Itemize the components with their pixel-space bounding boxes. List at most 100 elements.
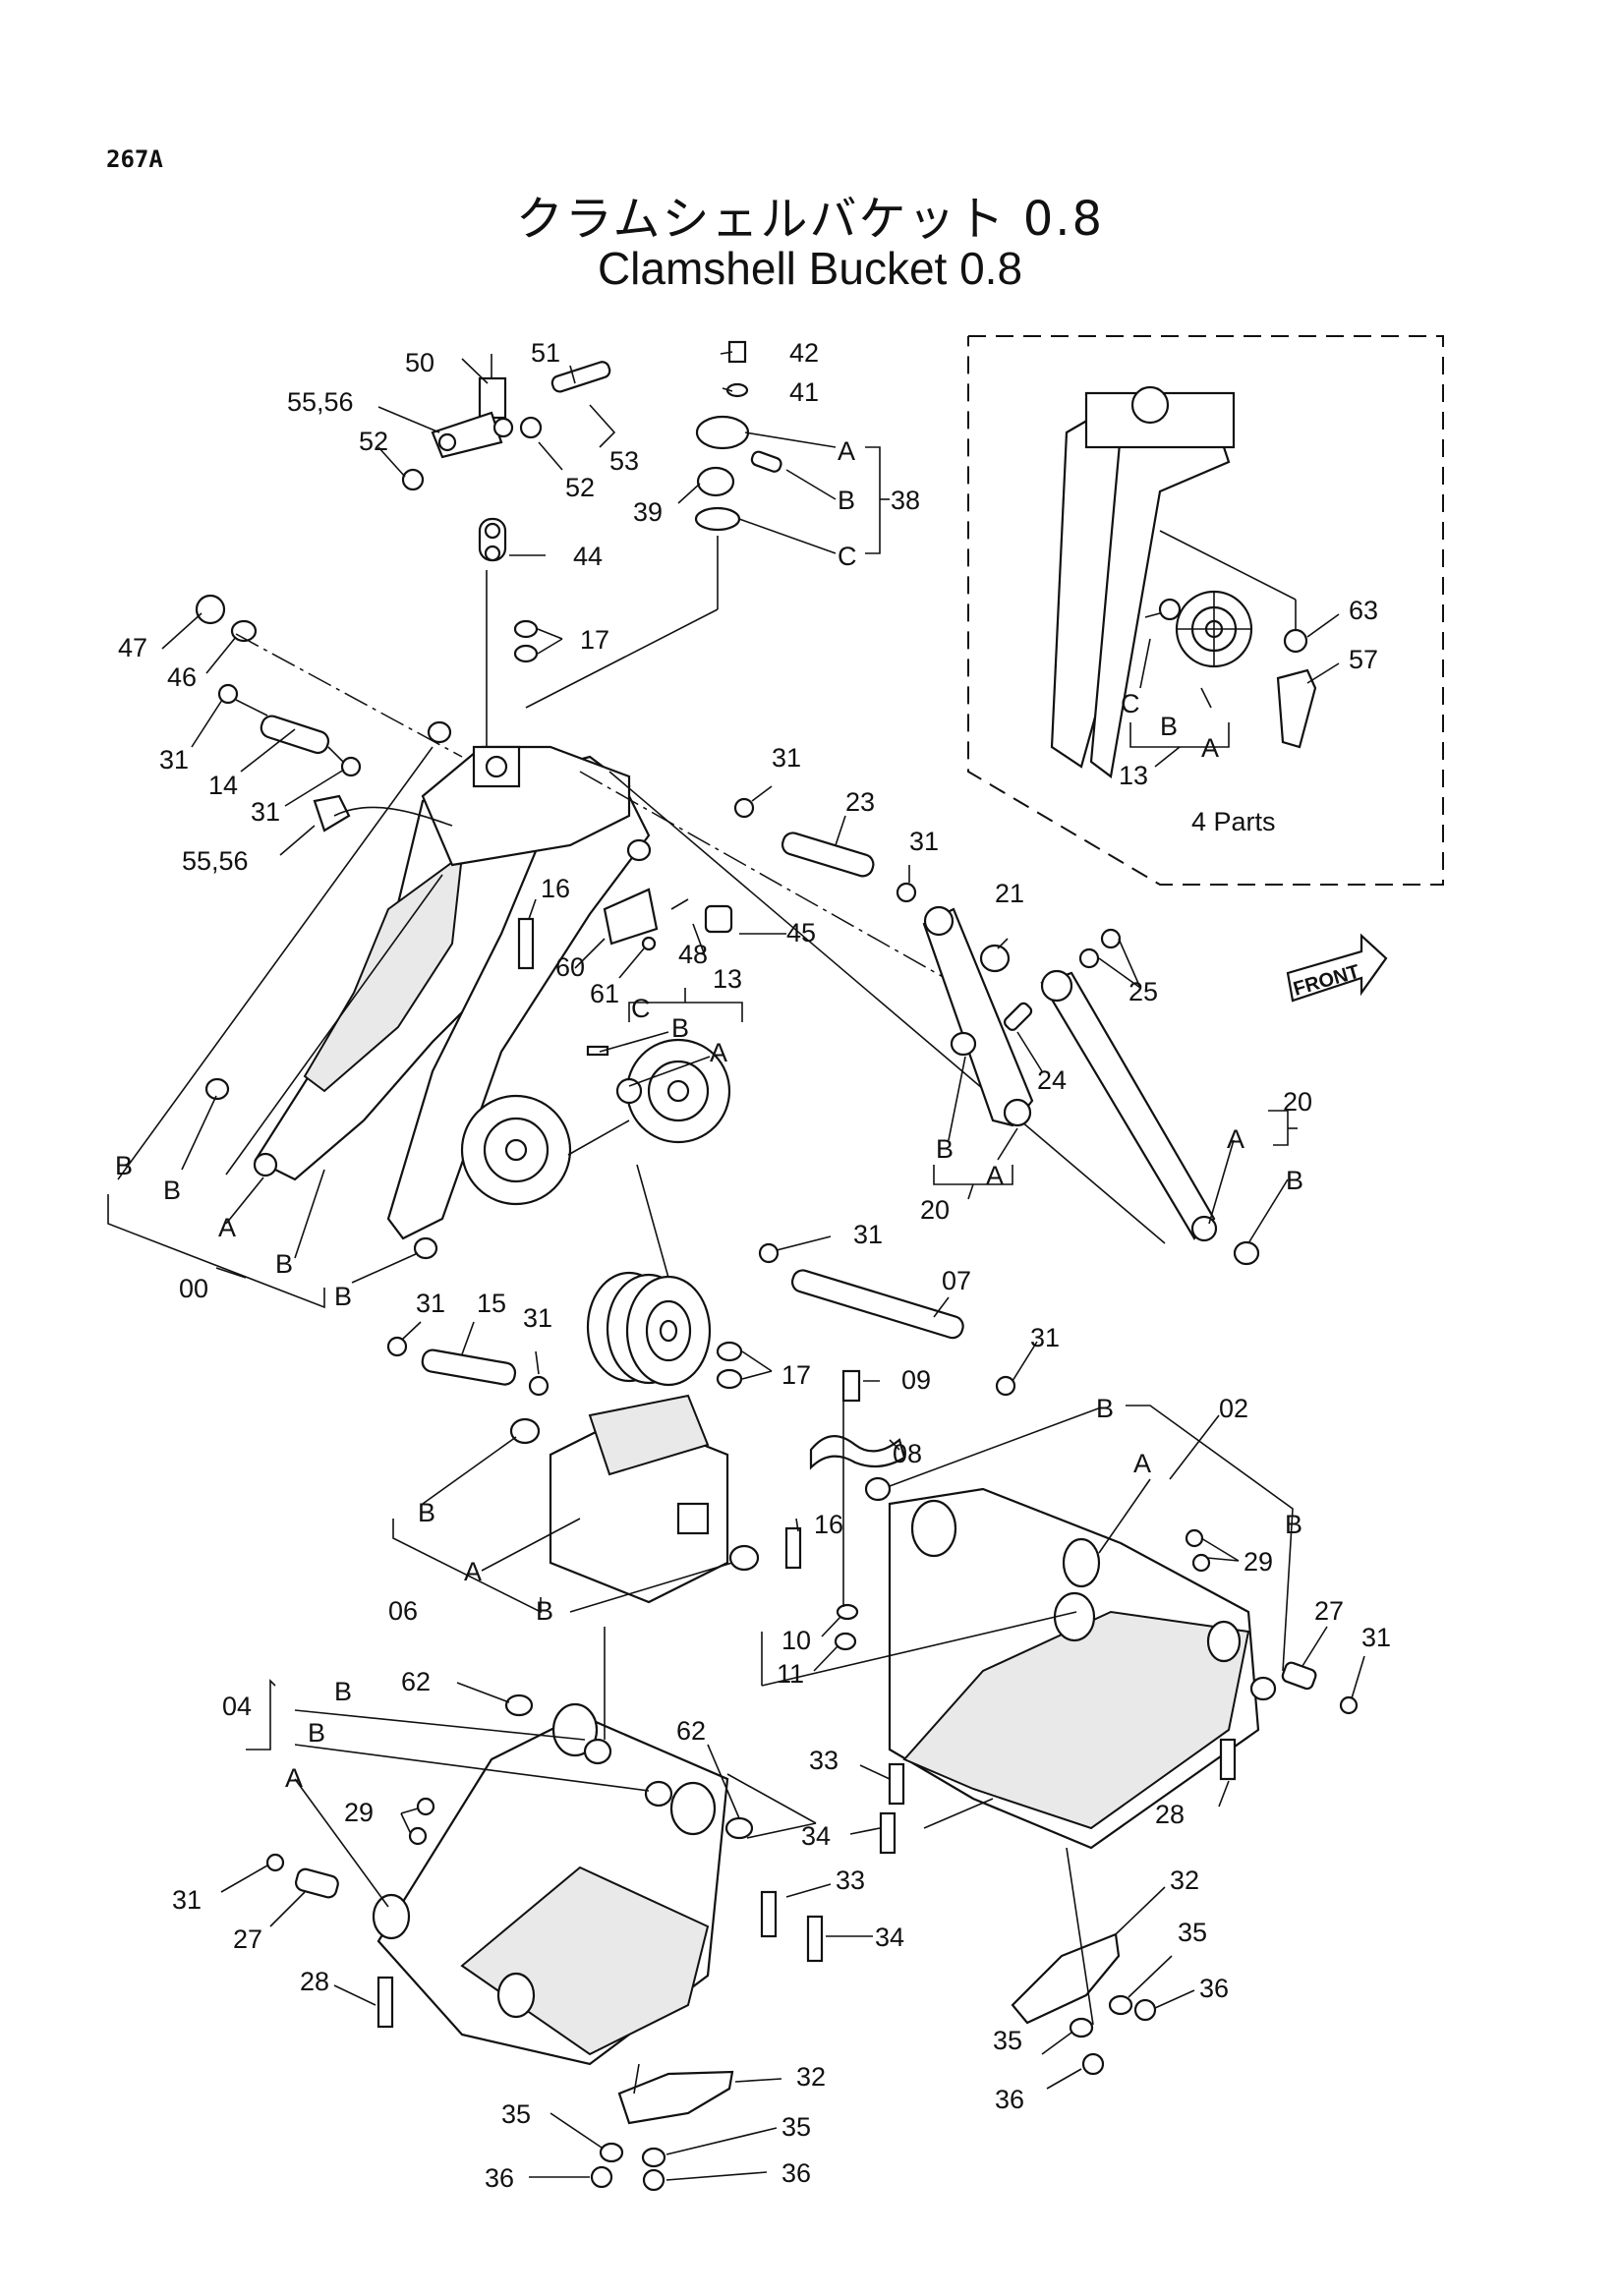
part-47-nut [195,594,226,625]
block-06-bushing-b1 [509,1417,541,1445]
part-39-seal [696,466,735,497]
part-27b-pin [295,1867,339,1899]
callout-06: 06 [388,1596,418,1626]
callout-15: 15 [477,1289,506,1318]
callout-02: 02 [1219,1394,1248,1423]
bucket-02-ear-mid [1062,1537,1101,1588]
callout-14: 14 [208,771,238,800]
bucket-02-bushing-b2 [1249,1676,1277,1701]
callout-21: 21 [995,879,1024,908]
part-36a-nut [590,2165,613,2189]
part-25-nut-b [1100,928,1122,949]
callout-17-mid: 17 [781,1360,811,1390]
part-38b-fitting [750,450,782,473]
boom-frame-00 [117,536,1166,1260]
callout-00-a: A [218,1213,236,1242]
callout-00: 00 [179,1274,208,1303]
part-35b-washer [641,2147,666,2168]
callout-16-b: 16 [814,1510,843,1539]
part-51-pin [550,361,611,393]
callout-31-b: 31 [251,797,280,827]
part-23-pin [781,832,875,878]
part-29b-nut-b [408,1826,428,1846]
callout-20-left: 20 [920,1195,950,1225]
arm-20-right [1040,971,1216,1240]
part-38c-ring [694,506,741,532]
callout-inset-13: 13 [1119,761,1148,790]
arm-bushing-b [950,1031,977,1057]
part-25-nut-a [1078,947,1100,969]
part-34a-bolt [879,1811,897,1855]
part-31e-nipple [758,1242,780,1264]
callout-52-left: 52 [359,427,388,456]
pins-07-15 [386,1242,1016,1470]
part-16-bolt-b [784,1526,802,1570]
callout-38-b: B [838,486,855,515]
callout-00-b2: B [163,1176,181,1205]
callout-62-left: 62 [401,1667,431,1696]
callout-20-left-b: B [936,1134,954,1164]
callout-20-right-a: A [1227,1124,1244,1154]
title-english: Clamshell Bucket 0.8 [597,243,1023,294]
part-29a-nut-a [1185,1528,1204,1548]
part-13b-bushing [615,1077,643,1105]
callout-02-b: B [1096,1394,1114,1423]
callout-38-a: A [838,436,855,466]
inset-top-sheave [1130,385,1170,425]
part-27a-pin [1281,1661,1317,1691]
callout-38-c: C [838,542,857,571]
callout-55-56-lower: 55,56 [182,846,249,876]
callout-31-i: 31 [1361,1623,1391,1652]
callout-11: 11 [777,1659,804,1689]
callout-62-right: 62 [676,1716,706,1746]
part-29a-nut-b [1191,1553,1211,1573]
part-36c-nut [1133,1998,1157,2022]
leader-lines [107,351,1365,2181]
part-34b-bolt [806,1915,824,1963]
callout-10: 10 [781,1626,811,1655]
callout-20-right-b: B [1286,1166,1303,1195]
part-28a-bolt [376,1976,394,2029]
boom-right-leg [386,794,651,1240]
callout-34-right: 34 [801,1821,831,1851]
callout-47: 47 [118,633,147,662]
part-36d-nut [1081,2052,1105,2076]
callout-20-left-a: A [986,1161,1004,1190]
callout-20-right: 20 [1283,1087,1312,1117]
bucket-04-bushing-b2 [644,1780,673,1808]
callout-44: 44 [573,542,603,571]
part-33b-bolt [760,1890,778,1938]
part-09-bolt [841,1369,861,1403]
callout-51: 51 [531,338,560,368]
part-13c-bolt [586,1045,609,1057]
boom-bushing-b2 [626,838,652,862]
callout-13: 13 [713,964,742,994]
callout-02-b2: B [1285,1510,1302,1539]
callout-29-left: 29 [344,1798,374,1827]
callout-31-e: 31 [853,1220,883,1249]
callout-13-c: C [631,994,651,1023]
inset-bushing [1158,598,1182,621]
callout-07: 07 [942,1266,971,1295]
inset-caption: 4 Parts [1191,807,1276,836]
callout-04-b1: B [334,1677,352,1706]
callout-29-right: 29 [1244,1547,1273,1577]
inset-detail: 63 57 C B A 13 4 Parts [967,335,1444,886]
title-japanese: クラムシェルバケット 0.8 [515,192,1105,247]
callout-17-top: 17 [580,625,609,655]
callout-45: 45 [786,918,816,947]
part-32b-tooth [1011,1932,1121,2025]
part-48 [670,898,689,910]
inset-part-57 [1276,668,1317,749]
bucket-04-pivot-b [496,1972,536,2019]
callout-35-right: 35 [1178,1918,1207,1947]
callout-08: 08 [893,1439,922,1468]
callout-39: 39 [633,497,663,527]
sheave-block-06 [509,1394,859,1651]
part-29b-nut-a [416,1797,435,1816]
part-62a-ring [504,1693,534,1717]
part-31h-nipple [528,1375,550,1397]
part-60-plate [603,888,659,946]
